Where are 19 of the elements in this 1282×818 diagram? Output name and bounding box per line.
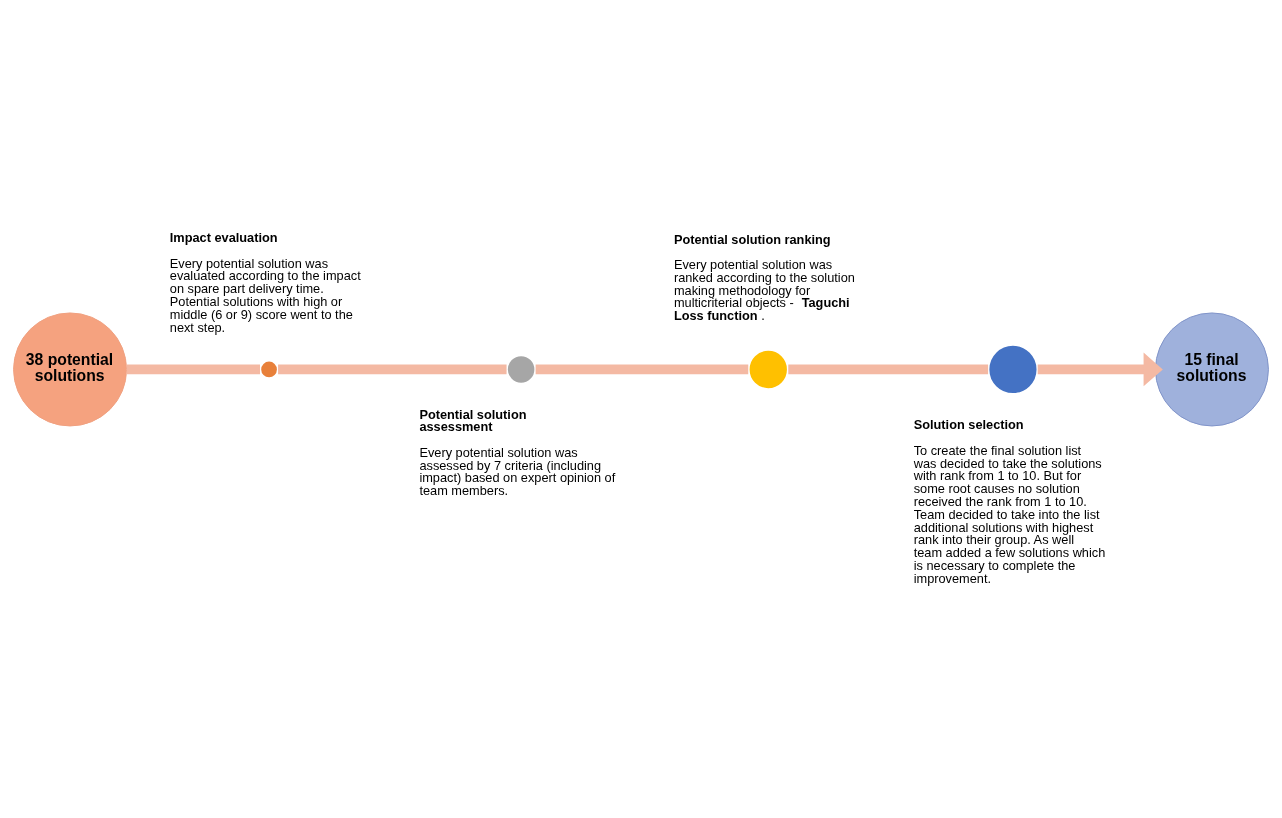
node-label: Every potential solution was ranked according to the solution making methodology for multicriterial objects - Taguchi Loss function. [673,256,855,323]
node-circle: 15 final solutions [1154,311,1269,426]
node-circle [259,359,279,379]
node-label: Potential solution assessment [419,405,527,434]
connector [788,364,989,374]
node-label: Solution selection [913,416,1024,432]
connector [126,364,260,374]
node-label: To create the final solution list was decided to take the solutions with rank from 1 to 10. But for some root causes no solution received the rank from 1 to 10. Team decided to take into the list additional solutions with highest rank into their group. As well team added a few solutions which is necessary to complete the improvement. [913,442,1106,586]
node-circle [987,343,1039,395]
node-label: Every potential solution was evaluated according to the impact on spare part delivery time. Potential solutions with high or middle (6 or 9) score went to the next step. [169,255,361,335]
node-label: Potential solution ranking [673,231,831,247]
node-circle: 38 potential solutions [13,311,128,426]
node-label: Impact evaluation [169,229,278,245]
node-label: Every potential solution was assessed by 7 criteria (including impact) based on expert opinion of team members. [419,444,616,498]
node-circle [505,353,537,385]
connector [535,364,749,374]
connector [278,364,507,374]
node-circle [747,348,789,390]
arrow [1037,352,1163,386]
